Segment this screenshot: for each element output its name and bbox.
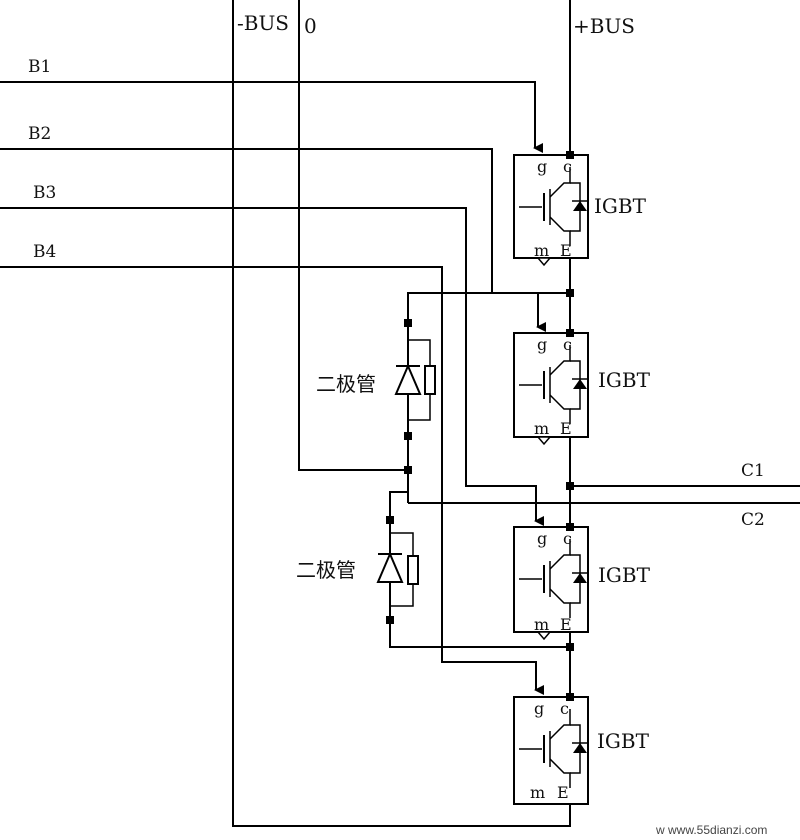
igbt-module-3 [513,523,589,641]
input-label-b2: B2 [28,124,51,144]
output-label-c1: C1 [741,461,765,481]
igbt4-collector-label: c [560,699,569,718]
igbt1-label: IGBT [594,194,647,218]
igbt4-label: IGBT [597,729,650,753]
igbt2-collector-label: c [563,335,572,354]
igbt-module-2 [513,329,589,446]
pos-bus-label: +BUS [573,14,635,38]
igbt3-label: IGBT [598,563,651,587]
igbt4-emitter-label: E [557,783,569,802]
igbt3-emitter-label: E [560,615,572,634]
input-line-b3 [0,207,544,526]
igbt1-collector-label: c [563,157,572,176]
output-label-c2: C2 [741,510,765,530]
watermark: w www.55dianzi.com [655,823,767,837]
diode-label-upper: 二极管 [316,372,376,396]
input-label-b3: B3 [33,183,56,203]
igbt3-gate-label: g [537,529,547,548]
junction-dots [566,289,574,651]
igbt2-emitter-label: E [560,419,572,438]
input-label-b4: B4 [33,242,56,262]
igbt1-gate-label: g [537,157,547,176]
igbt1-m-label: m [534,241,549,260]
zero-label: 0 [304,14,317,38]
input-line-b4 [0,266,544,695]
igbt2-label: IGBT [598,368,651,392]
neg-bus-rail [232,0,571,827]
igbt4-m-label: m [530,783,545,802]
zero-rail [298,0,408,471]
neg-bus-label: -BUS [237,11,289,35]
igbt3-collector-label: c [563,529,572,548]
igbt2-gate-label: g [537,335,547,354]
input-label-b1: B1 [28,57,51,77]
clamp-diode-lower [376,491,570,648]
igbt-module-4 [513,693,589,805]
igbt1-emitter-label: E [560,241,572,260]
input-line-b2 [0,148,546,332]
igbt3-m-label: m [534,615,549,634]
igbt2-m-label: m [534,419,549,438]
diode-label-lower: 二极管 [296,558,356,582]
input-line-b1 [0,81,543,153]
clamp-diode-upper [394,292,570,503]
igbt-module-1 [513,151,589,267]
igbt4-gate-label: g [534,699,544,718]
